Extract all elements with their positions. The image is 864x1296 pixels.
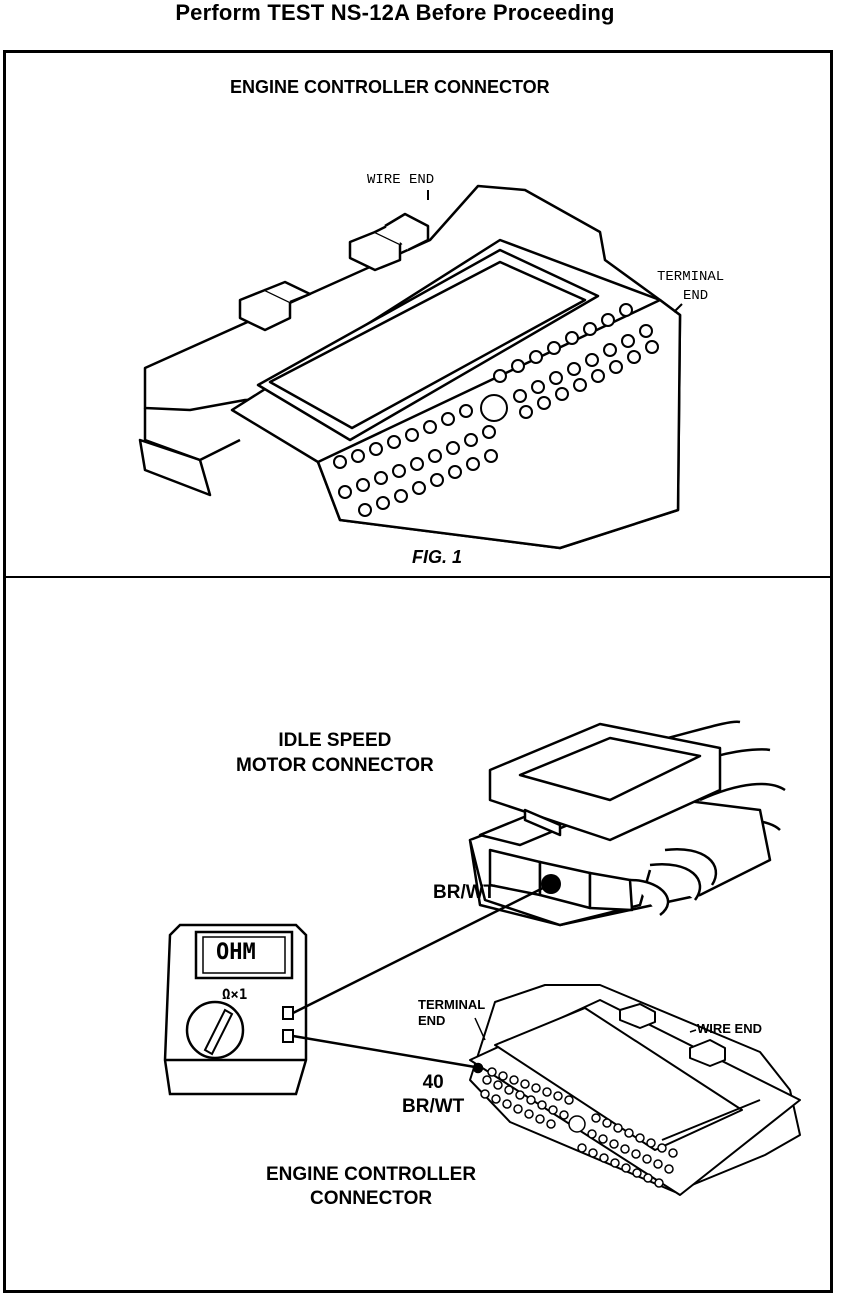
isc-wire-color-label: BR/WT (433, 882, 496, 903)
fig2-ecc-icon (469, 984, 801, 1196)
negative-test-lead (292, 1034, 476, 1069)
fig1-caption: FIG. 1 (412, 547, 463, 567)
diagram-frame (3, 50, 833, 1293)
isc-label-line2: MOTOR CONNECTOR (236, 755, 434, 776)
fig2-wire-end-label: WIRE END (697, 1021, 762, 1036)
meter-range-label: Ω×1 (222, 987, 248, 1003)
fig1-terminal-label: TERMINAL (657, 269, 725, 285)
fig1-wire-end-label: WIRE END (367, 172, 435, 188)
pin-wire-color: BR/WT (402, 1096, 465, 1117)
positive-test-lead (292, 882, 552, 1015)
figure-divider (3, 576, 833, 578)
fig2-ecc-line1: ENGINE CONTROLLER (266, 1164, 477, 1185)
fig2-terminal-line1: TERMINAL (418, 997, 486, 1012)
fig1-end-label: END (683, 288, 709, 304)
pin-40-label: 40 BR/WT (402, 1071, 464, 1119)
ohmmeter-icon (163, 923, 308, 1096)
fig2-terminal-end-label: TERMINAL END (418, 997, 485, 1029)
meter-display-text: OHM (216, 940, 256, 965)
isc-label-line1: IDLE SPEED (278, 730, 392, 751)
pin-number: 40 (422, 1072, 444, 1093)
fig2-terminal-line2: END (418, 1013, 446, 1028)
fig2-ecc-label: ENGINE CONTROLLER CONNECTOR (266, 1163, 476, 1211)
isc-connector-icon (468, 720, 786, 927)
fig2-ecc-line2: CONNECTOR (309, 1188, 433, 1209)
fig1-connector-title: ENGINE CONTROLLER CONNECTOR (230, 77, 550, 97)
page-title: Perform TEST NS-12A Before Proceeding (175, 0, 615, 25)
isc-connector-label: IDLE SPEED MOTOR CONNECTOR (236, 728, 434, 778)
